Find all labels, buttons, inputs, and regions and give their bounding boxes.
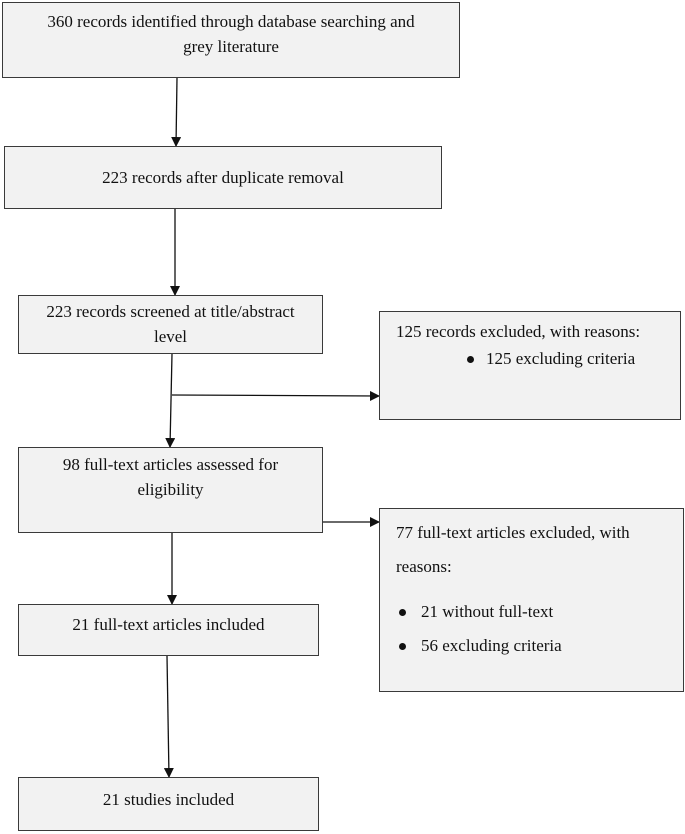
studies-included-box: 21 studies included xyxy=(18,777,319,831)
list-item: 56 excluding criteria xyxy=(396,629,673,663)
bullet-icon xyxy=(467,356,474,363)
fulltext-assessed-line2: eligibility xyxy=(137,480,204,499)
fulltext-excluded-heading-line2: reasons: xyxy=(396,557,452,576)
fulltext-assessed-line1: 98 full-text articles assessed for xyxy=(62,455,279,474)
fulltext-assessed-box: 98 full-text articles assessed for eligi… xyxy=(18,447,323,533)
arrow-screened-to-excluded xyxy=(171,390,380,401)
reason-text: 21 without full-text xyxy=(421,602,554,621)
fulltext-included-box: 21 full-text articles included xyxy=(18,604,319,656)
records-excluded-heading: 125 records excluded, with reasons: xyxy=(396,322,641,341)
reason-text: 125 excluding criteria xyxy=(486,349,636,368)
fulltext-excluded-heading: 77 full-text articles excluded, with rea… xyxy=(396,516,673,584)
records-identified-line1: 360 records identified through database … xyxy=(47,12,415,31)
records-after-duplicates-text: 223 records after duplicate removal xyxy=(102,168,344,187)
fulltext-excluded-reasons: 21 without full-text 56 excluding criter… xyxy=(396,595,673,663)
records-excluded-reasons: 125 excluding criteria xyxy=(396,346,670,371)
records-excluded-box: 125 records excluded, with reasons: 125 … xyxy=(379,311,681,420)
records-identified-line2: grey literature xyxy=(183,37,279,56)
bullet-icon xyxy=(399,609,406,616)
fulltext-included-text: 21 full-text articles included xyxy=(72,615,265,634)
records-screened-line2: level xyxy=(153,327,188,346)
fulltext-excluded-heading-line1: 77 full-text articles excluded, with xyxy=(396,523,630,542)
list-item: 125 excluding criteria xyxy=(396,346,670,371)
arrow-identified-to-deduplicated xyxy=(171,77,182,147)
arrow-included-to-studies xyxy=(163,655,174,778)
fulltext-excluded-box: 77 full-text articles excluded, with rea… xyxy=(379,508,684,692)
arrow-screened-to-assessed xyxy=(165,353,176,448)
records-identified-box: 360 records identified through database … xyxy=(2,2,460,78)
records-screened-line1: 223 records screened at title/abstract xyxy=(46,302,295,321)
list-item: 21 without full-text xyxy=(396,595,673,629)
reason-text: 56 excluding criteria xyxy=(421,636,562,655)
records-after-duplicates-box: 223 records after duplicate removal xyxy=(4,146,442,209)
studies-included-text: 21 studies included xyxy=(102,790,235,809)
records-screened-box: 223 records screened at title/abstract l… xyxy=(18,295,323,354)
bullet-icon xyxy=(399,643,406,650)
